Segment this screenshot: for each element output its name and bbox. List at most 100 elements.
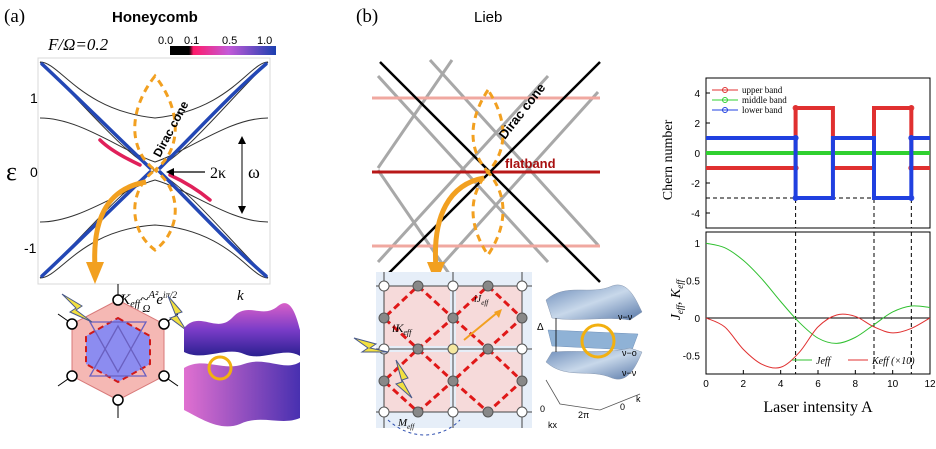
chern-marker xyxy=(908,195,915,201)
energy-axis-label: ε xyxy=(6,157,17,186)
inset-axis-label: kx xyxy=(548,420,558,430)
lattice-site xyxy=(447,406,459,418)
dirac-point-marker xyxy=(207,355,233,381)
lattice-site xyxy=(482,343,494,355)
lightning-icon xyxy=(61,293,93,323)
hopping-arrow xyxy=(463,311,499,341)
inset-tick: 2π xyxy=(578,410,589,420)
band-highlight xyxy=(168,173,212,202)
inset-axis xyxy=(545,379,641,411)
band-label: ν−ν xyxy=(622,368,637,378)
lattice-site xyxy=(412,406,424,418)
chern-marker xyxy=(908,105,915,111)
coupling-ytick: -0.5 xyxy=(683,351,701,362)
dirac-cone-outline xyxy=(471,87,505,258)
legend-label: upper band xyxy=(742,85,783,95)
lattice-cell xyxy=(456,352,522,412)
legend-label: lower band xyxy=(742,105,783,115)
band-line-gray xyxy=(376,74,550,264)
lattice-bond xyxy=(57,313,69,322)
coupling-series-line xyxy=(705,313,931,369)
lattice-site xyxy=(66,318,78,330)
colorbar: 0.0 0.1 0.5 1.0 xyxy=(158,35,276,55)
band-curve xyxy=(39,179,269,223)
middle-surface xyxy=(547,329,639,351)
field-label: F/Ω=0.2 xyxy=(47,35,109,54)
band-surface-3d xyxy=(184,303,300,427)
honeycomb-lattice xyxy=(57,284,179,418)
legend-marker xyxy=(722,107,728,113)
lattice-site xyxy=(447,343,459,355)
chern-ytick: 4 xyxy=(694,89,700,100)
lattice-site xyxy=(516,343,528,355)
band-label: ν−ν xyxy=(618,312,633,322)
legend-label: middle band xyxy=(742,95,787,105)
chern-marker xyxy=(792,105,799,111)
lightning-icon xyxy=(167,295,187,331)
lattice-cell xyxy=(384,286,450,346)
lattice-site xyxy=(447,375,459,387)
upper-surface xyxy=(184,303,300,357)
dirac-cone-label: Dirac cone xyxy=(496,80,549,142)
legend-marker xyxy=(722,87,728,93)
k-label: k xyxy=(237,288,244,304)
lattice-cell xyxy=(456,286,522,346)
omega-arrow-head xyxy=(238,206,246,214)
chern-ytick: 2 xyxy=(694,119,700,130)
chern-series-line xyxy=(706,136,930,200)
coupling-ylabel: Jeff, Keff xyxy=(669,278,685,320)
triangle-path xyxy=(88,324,148,377)
curved-arrow xyxy=(92,179,147,269)
inset-tick: 0 xyxy=(620,402,625,412)
lattice-site xyxy=(112,394,124,406)
panel-b-title: Lieb xyxy=(474,9,502,26)
coupling-xtick: 0 xyxy=(703,379,709,390)
lattice-site xyxy=(158,318,170,330)
coupling-ytick: 1 xyxy=(694,239,700,250)
energy-tick: -1 xyxy=(24,240,37,256)
band-highlight xyxy=(158,62,268,170)
upper-surface xyxy=(545,284,643,321)
gap-label: 2κ xyxy=(210,165,226,182)
legend-label: Keff (×10) xyxy=(871,356,915,367)
coupling-xtick: 8 xyxy=(853,379,859,390)
lower-surface xyxy=(184,361,300,427)
legend-marker xyxy=(722,97,728,103)
band-label: ν−o xyxy=(622,348,637,358)
band-curve xyxy=(39,224,269,279)
curved-arrow-head xyxy=(86,262,104,284)
curved-arrow xyxy=(432,175,485,269)
triangle-path xyxy=(88,321,148,374)
coupling-xtick: 4 xyxy=(778,379,784,390)
lattice-site xyxy=(516,406,528,418)
colorbar-bar xyxy=(170,46,276,55)
coupling-series-line xyxy=(705,242,931,344)
lattice-site xyxy=(378,312,390,324)
band-line-gray xyxy=(428,58,600,247)
band-surface-inset: Δ ν−ν ν−o ν−ν 0 2π 0 k kx xyxy=(537,284,643,430)
band-highlight xyxy=(158,170,268,278)
chern-ylabel: Chern number xyxy=(661,119,676,200)
band-plot: Dirac cone 2κ ω xyxy=(37,57,271,285)
colorbar-tick: 0.1 xyxy=(184,35,199,47)
lattice-site xyxy=(516,312,528,324)
hopping-loop xyxy=(85,316,151,384)
gap-arrow-head xyxy=(166,168,174,176)
lattice-site xyxy=(378,375,390,387)
coupling-xtick: 12 xyxy=(924,379,936,390)
inset-tick: 0 xyxy=(540,404,545,414)
hexagon-inner xyxy=(86,318,150,382)
coupling-chart-frame xyxy=(705,231,931,375)
hopping-arrow-head xyxy=(494,309,502,318)
lattice-site xyxy=(378,280,390,292)
chern-ytick: 0 xyxy=(694,149,700,160)
lieb-band-diagram: Dirac cone flatband xyxy=(372,58,601,283)
band-highlight xyxy=(40,62,152,170)
lattice-site xyxy=(482,406,494,418)
band-line-gray xyxy=(376,59,454,169)
chern-ytick: -2 xyxy=(691,179,700,190)
